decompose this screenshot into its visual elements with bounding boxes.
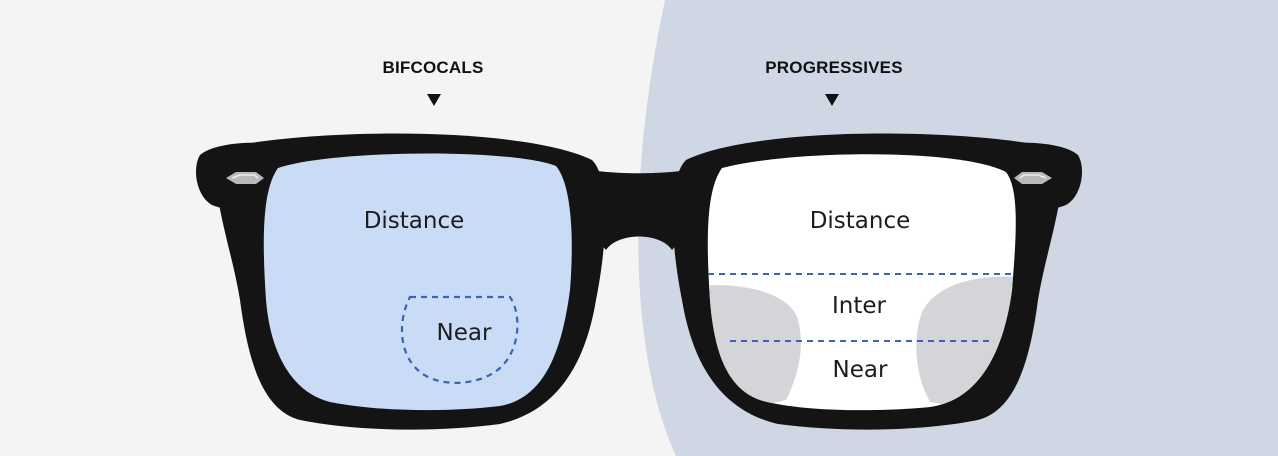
bifocal-near-segment (400, 295, 519, 384)
bifocals-heading: BIFCOCALS (382, 58, 484, 77)
bifocal-distance-label: Distance (363, 208, 465, 234)
bifocal-lens (263, 153, 572, 411)
progressives-heading: PROGRESSIVES (765, 58, 903, 77)
bifocal-near-label: Near (436, 320, 492, 346)
progressive-distance-label: Distance (809, 208, 911, 234)
bifocal-arrow-icon (427, 94, 441, 106)
progressive-arrow-icon (825, 94, 839, 106)
left-hinge-rivet (226, 172, 264, 184)
right-hinge-rivet (1014, 172, 1052, 184)
bridge (578, 168, 700, 250)
progressive-near-label: Near (832, 357, 888, 383)
progressive-intermediate-label: Inter (832, 293, 886, 319)
